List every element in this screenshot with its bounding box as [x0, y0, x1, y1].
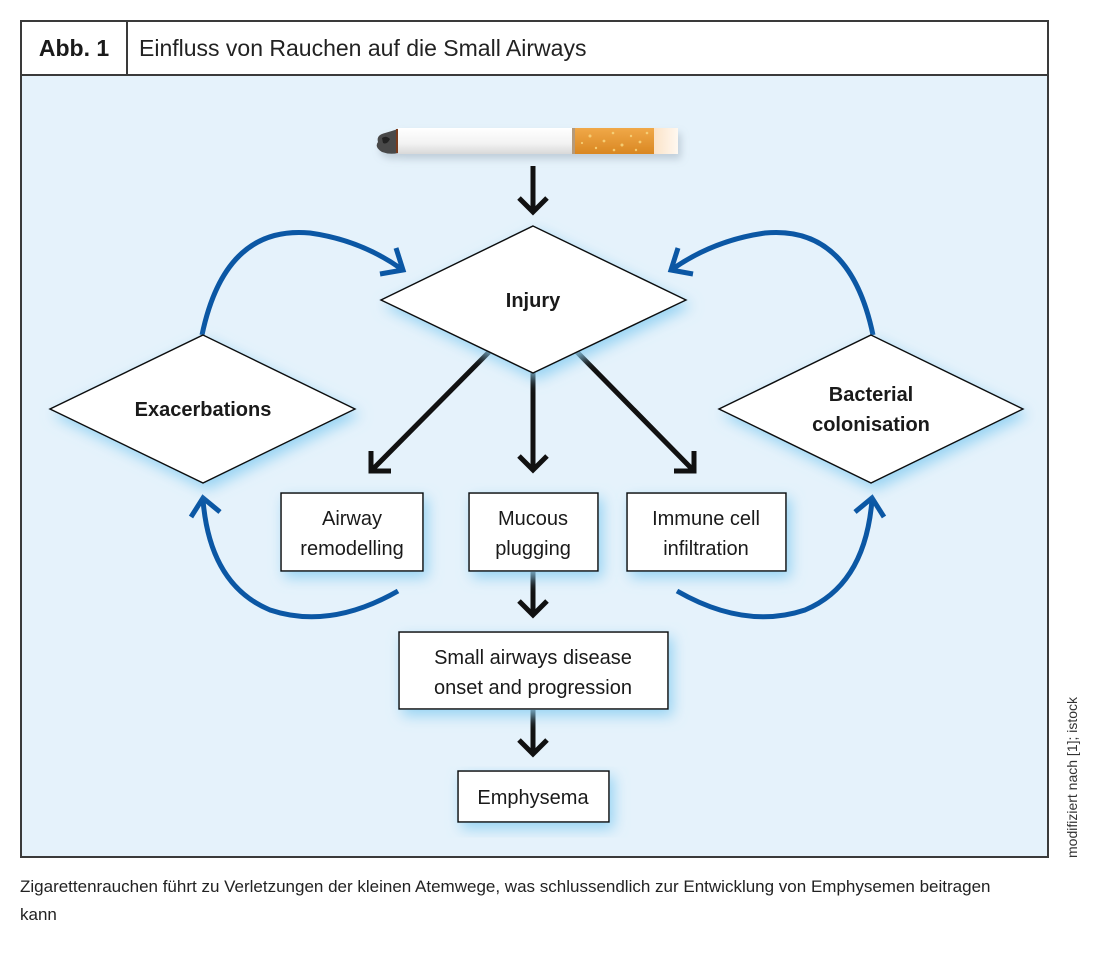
arrow-airway-to-exacerbations	[188, 494, 400, 620]
bacterial-label-line2: colonisation	[812, 414, 930, 436]
figure-caption: Zigarettenrauchen führt zu Verletzungen …	[20, 877, 991, 924]
image-credit: modifiziert nach [1]; istock	[1064, 696, 1080, 858]
node-small-airways-disease: Small airways disease onset and progress…	[398, 631, 669, 710]
mucous-label-line2: plugging	[495, 538, 571, 560]
cigarette-icon	[376, 128, 678, 154]
arrow-small-airways-to-emphysema	[517, 710, 549, 758]
node-airway-remodelling: Airway remodelling	[280, 492, 424, 572]
immune-label-line2: infiltration	[663, 538, 749, 560]
figure-title: Einfluss von Rauchen auf die Small Airwa…	[139, 35, 587, 61]
node-bacterial-colonisation: Bacterial colonisation	[717, 334, 1025, 484]
airway-label-line1: Airway	[322, 508, 382, 530]
exacerbations-label: Exacerbations	[135, 399, 272, 421]
node-immune-cell-infiltration: Immune cell infiltration	[626, 492, 787, 572]
mucous-label-line1: Mucous	[498, 508, 568, 530]
arrow-mucous-to-small-airways	[517, 572, 549, 619]
airway-label-line2: remodelling	[300, 538, 403, 560]
arrow-exacerbations-to-injury	[199, 229, 407, 336]
emphysema-label: Emphysema	[477, 787, 589, 809]
figure-header: Abb. 1 Einfluss von Rauchen auf die Smal…	[22, 22, 1047, 76]
arrow-injury-to-immune	[575, 350, 697, 474]
arrow-bacterial-to-injury	[667, 229, 876, 336]
immune-label-line1: Immune cell	[652, 508, 760, 530]
small-airways-label-line2: onset and progression	[434, 677, 632, 699]
bacterial-label-line1: Bacterial	[829, 384, 914, 406]
node-mucous-plugging: Mucous plugging	[468, 492, 599, 572]
figure-label: Abb. 1	[22, 22, 128, 74]
node-injury: Injury	[379, 225, 688, 374]
small-airways-label-line1: Small airways disease	[434, 647, 632, 669]
arrow-immune-to-bacterial	[675, 494, 887, 620]
arrow-injury-to-airway	[368, 350, 491, 474]
node-emphysema: Emphysema	[457, 770, 610, 823]
arrow-injury-to-mucous	[517, 373, 549, 474]
arrow-cigarette-to-injury	[517, 166, 549, 216]
node-exacerbations: Exacerbations	[48, 334, 357, 484]
injury-label: Injury	[506, 290, 561, 312]
